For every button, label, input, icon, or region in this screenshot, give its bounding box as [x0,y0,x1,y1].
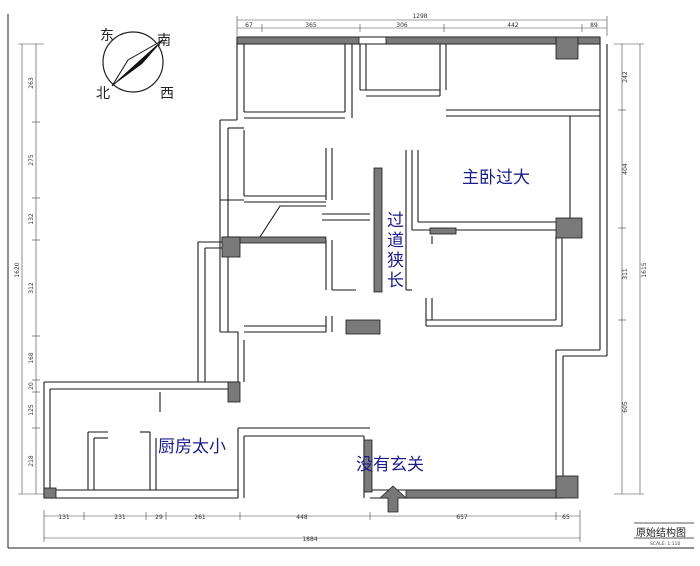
dim-right-2: 404 [622,163,629,175]
top-dimensions: 1298 67 365 306 442 89 [236,13,608,36]
dim-top-5: 89 [590,22,598,29]
column-bottom-right [555,475,579,499]
columns [43,36,601,499]
column-entry-left [363,439,373,493]
column-kitchen-left [43,487,57,499]
compass-needle-outline [111,39,164,87]
title-block: 原始结构图 SCALE: 1:110 [634,522,694,547]
annotation-corridor-char-4: 长 [387,271,404,291]
dim-left-2: 275 [28,154,35,166]
column-lower-mid [345,319,381,335]
compass-west: 西 [160,86,174,102]
dim-bottom-3: 29 [155,514,163,521]
annotation-corridor-char-1: 过 [387,211,404,231]
left-dimensions: 1620 263 275 132 312 168 20 125 218 [14,43,44,495]
dim-left-4: 312 [28,282,35,294]
annotation-entrance: 没有玄关 [356,455,424,475]
column-top-right-bar [385,36,601,45]
annotation-corridor-char-2: 道 [387,231,404,251]
dim-right-1: 242 [622,71,629,83]
dim-left-7: 125 [28,404,35,416]
compass-north: 北 [96,86,110,102]
dim-bottom-total: 1884 [302,536,317,543]
dim-bottom-4: 261 [194,514,206,521]
walls [43,36,608,499]
title-block-scale: SCALE: 1:110 [650,541,680,547]
column-top-right-corner [555,36,579,60]
compass-circle [102,31,164,93]
column-bedroom-mid [429,227,457,235]
annotation-master-bedroom: 主卧过大 [462,168,530,188]
dim-top-2: 365 [305,22,317,29]
dim-left-6: 20 [28,382,35,390]
dim-left-total: 1620 [14,262,21,277]
right-dimensions: 242 404 311 605 1615 [614,43,648,495]
dim-top-4: 442 [507,22,519,29]
dim-left-5: 168 [28,352,35,364]
dim-bottom-6: 657 [456,514,468,521]
dim-bottom-1: 131 [58,514,70,521]
compass-south: 南 [157,33,171,49]
column-bedroom-right [555,217,583,239]
dim-top-1: 67 [245,22,253,29]
dim-right-total: 1615 [641,262,648,277]
dim-left-1: 263 [28,77,35,89]
entrance-arrow-icon [378,485,408,513]
column-bottom-right-bar [405,489,557,499]
compass: 东 南 北 西 [96,28,174,102]
page-frame [7,14,694,549]
annotation-corridor-vertical: 过 道 狭 长 [387,211,404,291]
column-kitchen-corner [227,381,241,403]
dim-right-3: 311 [622,268,629,280]
column-corridor [373,167,383,293]
dim-top-total: 1298 [412,13,427,20]
dim-bottom-5: 448 [296,514,308,521]
dim-right-4: 605 [622,401,629,413]
annotation-kitchen: 厨房太小 [158,437,226,457]
dim-bottom-7: 65 [562,514,570,521]
dim-top-3: 306 [396,22,408,29]
column-left-block [221,236,241,258]
annotation-corridor-char-3: 狭 [387,251,404,271]
dim-left-8: 218 [28,455,35,467]
dim-left-3: 132 [28,213,35,225]
compass-east: 东 [100,28,114,44]
title-block-title: 原始结构图 [636,526,686,539]
column-top-left-bar [236,36,360,45]
dim-bottom-2: 231 [114,514,126,521]
bottom-dimensions: 131 231 29 261 448 657 65 1884 [43,510,581,543]
